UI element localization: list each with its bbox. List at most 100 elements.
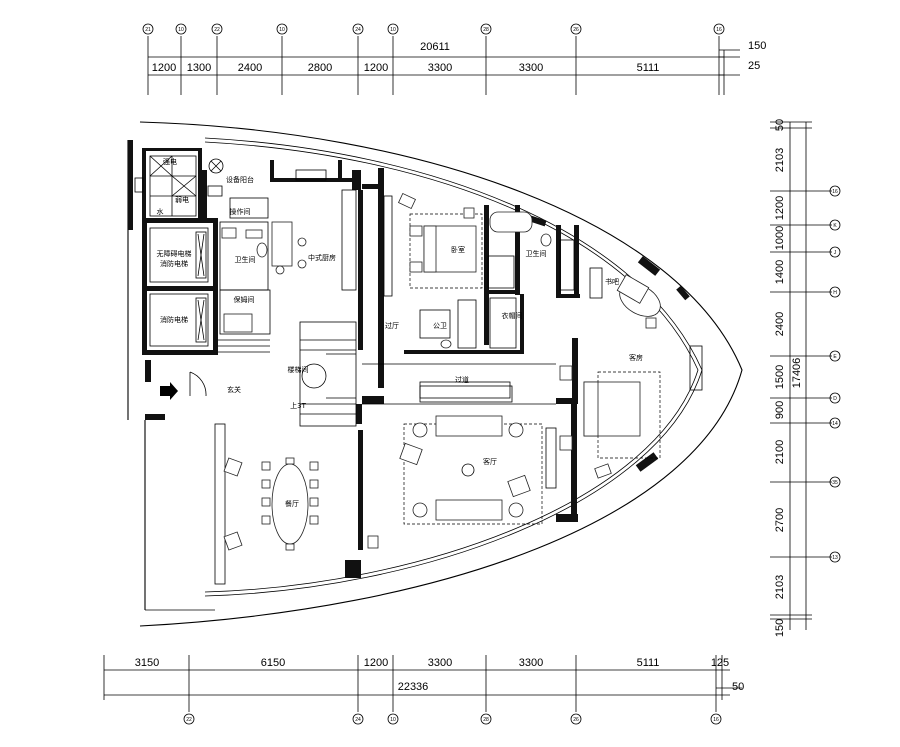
label-passage: 过道 (455, 375, 469, 384)
right-axis-label: 13 (832, 555, 838, 561)
right-seg-6: 1500 (774, 365, 786, 389)
label-dining: 餐厅 (285, 499, 299, 508)
staircase (299, 321, 357, 427)
bottom-seg-7: 125 (711, 657, 729, 669)
service-shafts (134, 155, 224, 217)
label-bathroom-right: 卫生间 (526, 249, 547, 258)
top-axis-label: 21 (145, 27, 151, 33)
right-axis-label: 14 (832, 421, 838, 427)
bottom-axis-label: 16 (713, 717, 719, 723)
bottom-axis-bubbles: 22 24 10 28 26 16 (183, 713, 722, 725)
label-chinese-kitchen: 中式厨房 (308, 253, 336, 262)
elevator-shafts (149, 227, 209, 347)
bottom-axis-label: 10 (390, 717, 396, 723)
label-public-bath: 公卫 (433, 322, 447, 330)
label-bathroom-left: 卫生间 (235, 255, 256, 264)
right-seg-2: 1200 (774, 196, 786, 220)
right-seg-9: 2700 (774, 508, 786, 532)
utility-rooms (218, 197, 271, 353)
label-fire-elevator-top: 消防电梯 (160, 259, 188, 268)
bottom-seg-5: 3300 (519, 657, 543, 669)
label-operation-room: 操作间 (230, 207, 251, 216)
top-axis-label: 24 (355, 27, 361, 33)
bottom-seg-2: 6150 (261, 657, 285, 669)
label-equipment-balcony: 设备阳台 (226, 175, 254, 184)
bottom-total-dimension: 22336 (398, 681, 429, 693)
top-axis-label: 10 (390, 27, 396, 33)
label-guest-room: 客房 (629, 353, 643, 362)
right-seg-4: 1400 (774, 260, 786, 284)
top-axis-label: 26 (573, 27, 579, 33)
right-seg-3: 1000 (774, 226, 786, 250)
top-seg-4: 2800 (308, 62, 332, 74)
right-axis-bubbles: 16 K J H E D 14 35 13 (829, 185, 841, 563)
bottom-axis-label: 28 (483, 717, 489, 723)
right-total-dimension: 17406 (791, 358, 803, 389)
top-axis-label: 10 (279, 27, 285, 33)
top-axis-label: 22 (214, 27, 220, 33)
label-study: 书吧 (605, 277, 619, 286)
top-axis-label: 10 (178, 27, 184, 33)
right-axis-label: 16 (832, 189, 838, 195)
label-nanny-room: 保姆间 (234, 295, 255, 304)
top-offset-a: 150 (748, 40, 766, 52)
bottom-seg-6: 5111 (637, 657, 660, 669)
bottom-seg-3: 1200 (364, 657, 388, 669)
label-weak-electric: 弱电 (175, 195, 189, 204)
bottom-dimension-chain: 3150 6150 1200 3300 3300 5111 125 22336 … (103, 655, 744, 725)
top-total-dimension: 20611 (420, 41, 450, 53)
right-dimension-chain: 50 2103 1200 1000 1400 2400 1500 900 210… (770, 119, 841, 637)
label-stair-room: 楼梯间 (288, 365, 309, 374)
label-upstairs: 上3T (290, 401, 306, 410)
right-seg-1: 2103 (774, 148, 786, 172)
top-seg-6: 3300 (428, 62, 452, 74)
label-living-room: 客厅 (483, 457, 497, 466)
right-seg-10: 2103 (774, 575, 786, 599)
label-fire-elevator: 消防电梯 (160, 315, 188, 324)
bedroom-furniture (383, 192, 483, 297)
right-axis-label: J (834, 250, 837, 256)
right-seg-7: 900 (774, 401, 786, 419)
bottom-seg-4: 3300 (428, 657, 452, 669)
right-axis-label: E (833, 354, 837, 360)
top-seg-5: 1200 (364, 62, 388, 74)
label-bedroom: 卧室 (451, 245, 465, 254)
top-seg-3: 2400 (238, 62, 262, 74)
top-axis-label: 16 (716, 27, 722, 33)
top-axis-label: 28 (483, 27, 489, 33)
top-axis-bubbles: 21 10 22 10 24 10 28 26 16 (142, 23, 725, 35)
study-furniture (589, 267, 661, 329)
building-outline (127, 121, 743, 627)
label-electric: 强电 (163, 157, 177, 166)
kitchen-fixtures (271, 169, 357, 291)
top-seg-8: 5111 (637, 62, 660, 74)
passage-band (362, 363, 556, 405)
guest-room-furniture (559, 345, 703, 479)
entrance-door (160, 371, 207, 400)
top-offset-b: 25 (748, 60, 760, 72)
bottom-seg-1: 3150 (135, 657, 159, 669)
dining-furniture (214, 423, 319, 585)
right-top-offset: 50 (774, 119, 786, 131)
right-axis-label: D (833, 396, 837, 402)
top-seg-2: 1300 (187, 62, 211, 74)
top-seg-7: 3300 (519, 62, 543, 74)
right-axis-label: 35 (832, 480, 838, 486)
label-water: 水 (157, 207, 164, 216)
bottom-offset: 50 (732, 681, 744, 693)
walls (128, 140, 690, 578)
label-corridor-hall: 过厅 (385, 321, 399, 330)
bath-fixtures (419, 211, 575, 349)
bottom-axis-label: 22 (186, 717, 192, 723)
right-bottom-offset: 150 (774, 619, 786, 637)
right-seg-8: 2100 (774, 440, 786, 464)
right-axis-label: H (833, 290, 837, 296)
room-labels: 强电 弱电 水 设备阳台 操作间 中式厨房 卫生间 无障碍电梯 消防电梯 消防电… (157, 157, 644, 508)
top-seg-1: 1200 (152, 62, 176, 74)
right-axis-label: K (833, 223, 837, 229)
label-cloakroom: 衣帽间 (502, 311, 523, 320)
top-dimension-chain: 20611 150 25 1200 1300 2400 2800 1200 33… (142, 23, 766, 95)
right-seg-5: 2400 (774, 312, 786, 336)
bottom-axis-label: 26 (573, 717, 579, 723)
